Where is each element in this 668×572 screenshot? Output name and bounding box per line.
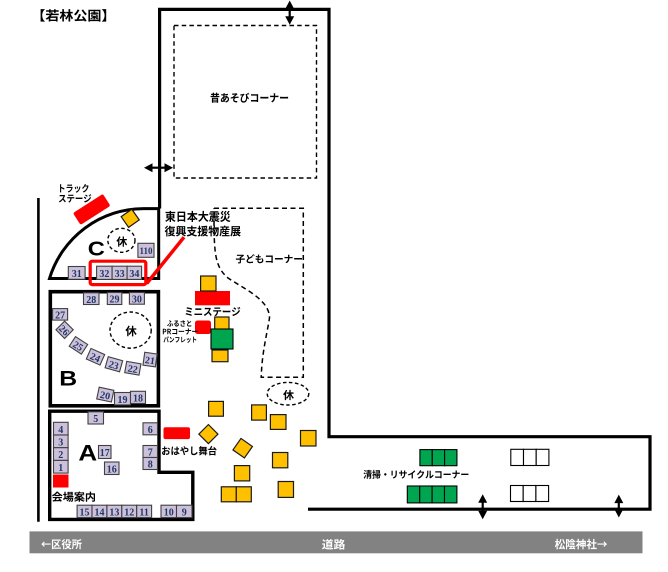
svg-text:21: 21	[144, 355, 155, 367]
svg-text:33: 33	[115, 269, 125, 280]
svg-text:10: 10	[164, 508, 174, 519]
svg-text:1: 1	[58, 463, 63, 474]
svg-text:19: 19	[118, 395, 128, 406]
svg-text:5: 5	[93, 414, 98, 425]
svg-text:17: 17	[100, 448, 110, 459]
svg-text:110: 110	[139, 246, 153, 256]
svg-text:3: 3	[58, 437, 63, 448]
svg-text:6: 6	[148, 425, 153, 436]
svg-text:32: 32	[99, 269, 109, 280]
svg-text:2: 2	[58, 450, 63, 461]
svg-text:B: B	[59, 366, 77, 390]
svg-text:A: A	[78, 441, 97, 466]
svg-text:18: 18	[133, 394, 143, 405]
svg-text:14: 14	[94, 508, 104, 519]
svg-text:12: 12	[124, 508, 134, 519]
svg-text:9: 9	[182, 508, 187, 519]
svg-text:20: 20	[99, 390, 111, 403]
svg-text:34: 34	[129, 269, 139, 280]
svg-text:27: 27	[55, 310, 65, 321]
svg-text:23: 23	[107, 359, 120, 372]
svg-text:16: 16	[107, 464, 117, 475]
svg-text:15: 15	[80, 508, 90, 519]
svg-text:28: 28	[86, 295, 96, 306]
svg-text:C: C	[88, 237, 105, 260]
svg-text:29: 29	[110, 295, 120, 306]
svg-text:11: 11	[139, 508, 148, 519]
svg-text:24: 24	[88, 351, 102, 365]
svg-text:8: 8	[148, 460, 153, 471]
svg-text:22: 22	[127, 364, 139, 377]
svg-text:13: 13	[109, 508, 119, 519]
svg-text:31: 31	[72, 269, 82, 280]
svg-text:7: 7	[148, 448, 153, 459]
svg-text:30: 30	[132, 294, 142, 305]
svg-text:4: 4	[58, 425, 63, 436]
